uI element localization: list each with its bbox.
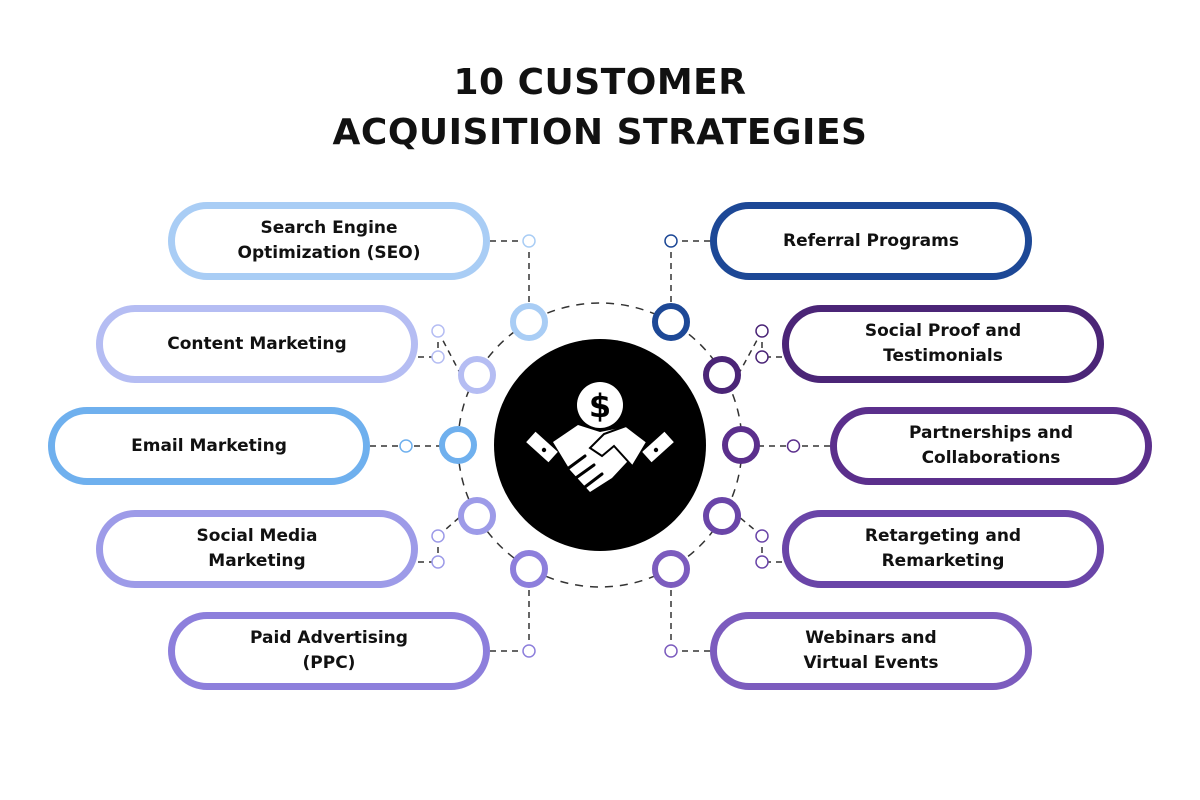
connector-line	[437, 330, 462, 376]
dollar-coin	[577, 382, 623, 428]
strategy-label-line: Referral Programs	[783, 230, 959, 251]
strategy-label-line: Email Marketing	[131, 435, 287, 456]
strategy-label-line: Marketing	[208, 551, 306, 571]
strategy-label-line: Testimonials	[883, 346, 1003, 366]
orbit-node-webinars	[652, 550, 690, 588]
orbit-node-paid-advertising	[510, 550, 548, 588]
strategy-label-line: (PPC)	[302, 653, 356, 673]
connector-dot	[431, 350, 445, 364]
connector-dot	[431, 324, 445, 338]
strategy-label-line: Content Marketing	[167, 333, 347, 354]
strategy-label-line: Search Engine	[260, 218, 398, 238]
strategy-label: Email Marketing	[131, 434, 287, 459]
strategy-label: Paid Advertising (PPC)	[250, 626, 408, 676]
strategy-pill-paid-advertising: Paid Advertising (PPC)	[168, 612, 490, 690]
left-button	[541, 447, 547, 453]
dollar-sign: $	[589, 387, 611, 425]
orbit-node-social-media-marketing	[458, 497, 496, 535]
connector-dot	[664, 644, 678, 658]
strategy-label-line: Remarketing	[881, 551, 1005, 571]
handshake-dollar-icon: $	[494, 339, 706, 551]
strategy-label-line: Virtual Events	[803, 653, 939, 673]
orbit-node-partnerships	[722, 426, 760, 464]
left-cuff	[526, 431, 558, 463]
right-button	[653, 447, 659, 453]
strategy-label-line: Partnerships and	[909, 423, 1073, 443]
connector-dot	[431, 555, 445, 569]
connector-dot	[755, 529, 769, 543]
finger-gaps	[564, 454, 604, 492]
strategy-label: Content Marketing	[167, 332, 346, 357]
strategy-label-line: Optimization (SEO)	[237, 243, 421, 263]
strategy-label: Referral Programs	[783, 229, 959, 254]
connector-dot	[786, 439, 801, 453]
connector-dot	[522, 644, 536, 658]
strategy-label-line: Webinars and	[805, 628, 937, 648]
orbit-node-social-proof	[703, 356, 741, 394]
connectors	[370, 234, 830, 658]
right-cuff	[642, 431, 674, 463]
orbit-node-email-marketing	[439, 426, 477, 464]
connector-dot	[755, 555, 769, 569]
strategy-label-line: Paid Advertising	[250, 628, 408, 648]
strategy-label-line: Social Media	[196, 526, 318, 546]
orbit-node-retargeting	[703, 497, 741, 535]
connector-dot	[431, 529, 445, 543]
strategy-label-line: Collaborations	[921, 448, 1061, 468]
title-line-2: ACQUISITION STRATEGIES	[332, 112, 868, 153]
diagram-title: 10 CUSTOMER ACQUISITION STRATEGIES	[0, 58, 1200, 158]
strategy-label-line: Retargeting and	[864, 526, 1022, 546]
title-line-1: 10 CUSTOMER	[453, 62, 747, 103]
strategy-pill-referral-programs: Referral Programs	[710, 202, 1032, 280]
connector-dot	[755, 324, 769, 338]
orbit-node-seo	[510, 303, 548, 341]
strategy-pill-email-marketing: Email Marketing	[48, 407, 370, 485]
connector-dot	[522, 234, 536, 248]
connector-dot	[664, 234, 678, 248]
connector-dot	[399, 439, 413, 453]
right-hand	[588, 424, 649, 485]
orbit-nodes	[439, 303, 760, 588]
strategy-pill-content-marketing: Content Marketing	[96, 305, 418, 383]
orbit-node-referral-programs	[652, 303, 690, 341]
orbit-node-content-marketing	[458, 356, 496, 394]
connector-line	[737, 330, 763, 376]
strategy-label-line: Social Proof and	[864, 321, 1022, 341]
connector-dot	[755, 350, 769, 364]
